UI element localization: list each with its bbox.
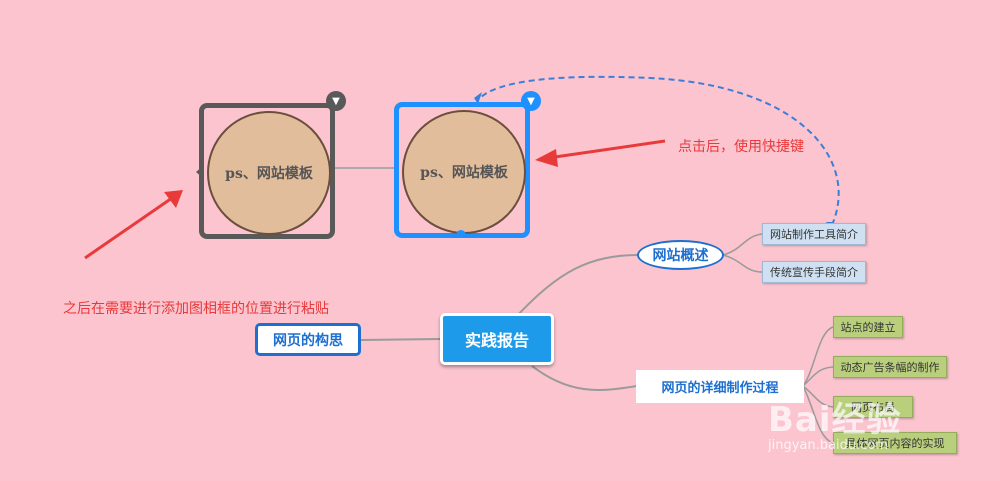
detail-topic[interactable]: 网页的详细制作过程 — [636, 370, 804, 403]
detail-topic-label: 网页的详细制作过程 — [661, 381, 779, 396]
overview-topic-label: 网站概述 — [652, 248, 709, 264]
overview-child-1-label: 网站制作工具简介 — [770, 228, 858, 241]
image-topic-1-handle[interactable] — [196, 166, 203, 178]
detail-child-3-label: 网页布局 — [851, 401, 895, 414]
overview-child-line-1 — [722, 233, 763, 256]
image-topic-2-label: ps、网站模板 — [420, 165, 508, 181]
detail-child-4-label: 具体网页内容的实现 — [845, 437, 945, 450]
overview-child-2[interactable]: 传统宣传手段简介 — [762, 261, 866, 283]
detail-child-1-label: 站点的建立 — [840, 321, 896, 334]
baidu-watermark-logo: Bai经验 — [768, 400, 902, 440]
detail-child-line-4 — [802, 385, 834, 444]
dashed-arrowhead-top — [474, 92, 482, 104]
detail-child-2[interactable]: 动态广告条幅的制作 — [833, 356, 947, 378]
image-topic-1-circle: ps、网站模板 — [207, 111, 331, 235]
overview-child-2-label: 传统宣传手段简介 — [770, 266, 858, 279]
overview-child-1[interactable]: 网站制作工具简介 — [762, 223, 866, 245]
center-left-line — [359, 338, 441, 341]
baidu-watermark-url: jingyan.baidu.com — [768, 438, 888, 453]
detail-child-line-3 — [802, 385, 834, 408]
image-topic-2[interactable]: ps、网站模板 — [394, 102, 530, 238]
detail-child-4[interactable]: 具体网页内容的实现 — [833, 432, 957, 454]
image-topic-2-circle: ps、网站模板 — [402, 110, 526, 234]
dashed-relationship-arrow — [477, 75, 840, 226]
image-topic-1-label: ps、网站模板 — [225, 166, 313, 182]
detail-child-3[interactable]: 网页布局 — [833, 396, 913, 418]
detail-child-2-label: 动态广告条幅的制作 — [840, 361, 940, 374]
overview-topic[interactable]: 网站概述 — [637, 240, 724, 270]
red-arrow-right-shaft — [547, 139, 666, 160]
image-topic-2-collapse-icon[interactable]: ▼ — [521, 91, 541, 111]
image-topic-1-collapse-icon[interactable]: ▼ — [326, 91, 346, 111]
red-arrow-left-head — [164, 190, 183, 208]
center-overview-line — [514, 254, 641, 319]
image-topic-1[interactable]: ps、网站模板 — [199, 103, 335, 239]
detail-child-1[interactable]: 站点的建立 — [833, 316, 903, 338]
red-arrow-left-shaft — [84, 196, 173, 260]
detail-child-line-2 — [802, 366, 834, 387]
center-topic[interactable]: 实践报告 — [440, 313, 554, 365]
paste-hint-annotation: 之后在需要进行添加图相框的位置进行粘贴 — [63, 301, 329, 317]
shortcut-hint-annotation: 点击后，使用快捷键 — [678, 139, 804, 155]
overview-child-line-2 — [722, 254, 763, 273]
detail-child-line-1 — [802, 326, 834, 387]
image-topic-2-handle[interactable] — [456, 230, 466, 236]
center-detail-line — [531, 365, 638, 391]
red-arrow-right-head — [535, 149, 558, 167]
center-topic-label: 实践报告 — [464, 331, 529, 350]
left-topic[interactable]: 网页的构思 — [255, 323, 361, 356]
left-topic-label: 网页的构思 — [273, 332, 343, 349]
